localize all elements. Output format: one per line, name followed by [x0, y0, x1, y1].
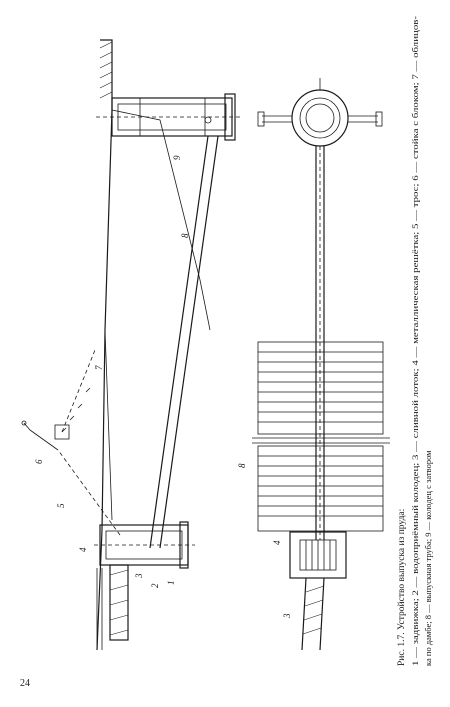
plan-well [257, 78, 383, 147]
plan-label-8: 8 [237, 463, 247, 468]
figure-caption: Рис. 1.7. Устройство выпуска из пруда: 1… [396, 16, 433, 666]
caption-legend-line1: 1 — задвижка; 2 — водоприёмный колодец; … [410, 16, 420, 666]
label-4: 4 [78, 547, 88, 552]
plan-pipe [315, 146, 325, 540]
label-7: 7 [94, 365, 104, 370]
plan-label-3: 3 [282, 613, 292, 619]
label-5: 5 [56, 503, 66, 508]
outlet-pipe [149, 135, 219, 549]
page-number: 24 [20, 678, 30, 689]
bank-hatching [99, 41, 113, 99]
outlet-shaft-top [96, 93, 240, 141]
label-1: 1 [166, 581, 176, 586]
section-view [21, 39, 240, 651]
plan-view [252, 78, 390, 651]
plan-embankment-lower [257, 445, 384, 532]
intake-well [94, 521, 195, 650]
callout-labels: 1 2 3 4 5 6 7 8 9 3 4 8 [34, 155, 292, 619]
plan-intake [289, 531, 347, 651]
caption-title: Рис. 1.7. Устройство выпуска из пруда: [396, 509, 407, 666]
label-6: 6 [34, 459, 44, 464]
caption-legend-line2: ка по дамбе; 8 — выпускная труба; 9 — ко… [423, 450, 433, 666]
label-8: 8 [180, 233, 190, 238]
label-3: 3 [134, 573, 144, 579]
plan-embankment-upper [257, 341, 384, 435]
label-9: 9 [172, 155, 182, 160]
plan-label-4: 4 [272, 540, 282, 545]
label-2: 2 [150, 583, 160, 588]
cable-and-post [21, 349, 121, 536]
